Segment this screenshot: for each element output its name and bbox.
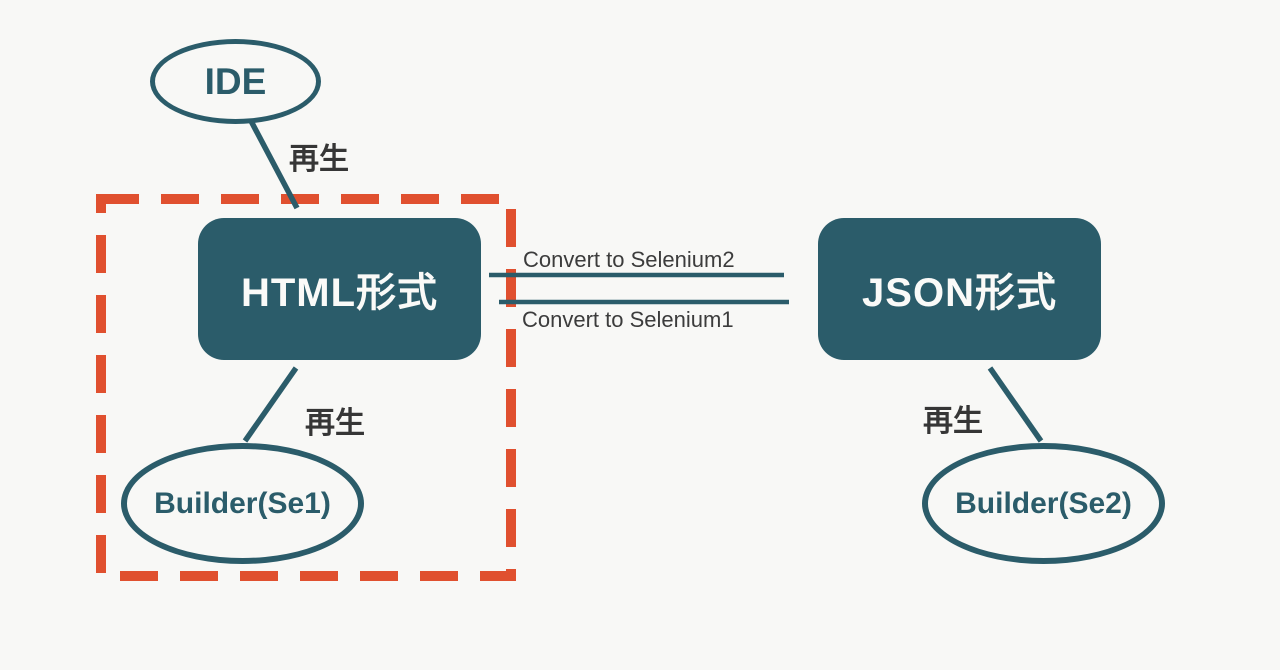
arrow-ide-to-html <box>248 119 300 210</box>
arrow-builder2-to-json <box>987 366 1044 443</box>
edge-label-builder2-to-json: 再生 <box>923 405 983 438</box>
node-builder-se2-label: Builder(Se2) <box>955 486 1132 520</box>
node-ide-label: IDE <box>204 60 267 102</box>
edge-label-builder1-to-html: 再生 <box>305 407 365 440</box>
node-html-format-label: HTML形式 <box>240 271 439 315</box>
edge-label-json-to-html: Convert to Selenium1 <box>522 307 734 332</box>
node-json-format-label: JSON形式 <box>862 271 1057 315</box>
edge-label-ide-to-html: 再生 <box>289 143 349 176</box>
arrow-builder1-to-html <box>242 366 299 443</box>
node-json-format: JSON形式 <box>818 218 1101 360</box>
node-builder-se1: Builder(Se1) <box>121 443 364 564</box>
node-html-format: HTML形式 <box>198 218 481 360</box>
node-builder-se2: Builder(Se2) <box>922 443 1165 564</box>
node-builder-se1-label: Builder(Se1) <box>154 486 331 520</box>
node-ide: IDE <box>150 39 321 124</box>
edge-label-html-to-json: Convert to Selenium2 <box>523 247 735 272</box>
dashed-group-border <box>96 194 516 581</box>
